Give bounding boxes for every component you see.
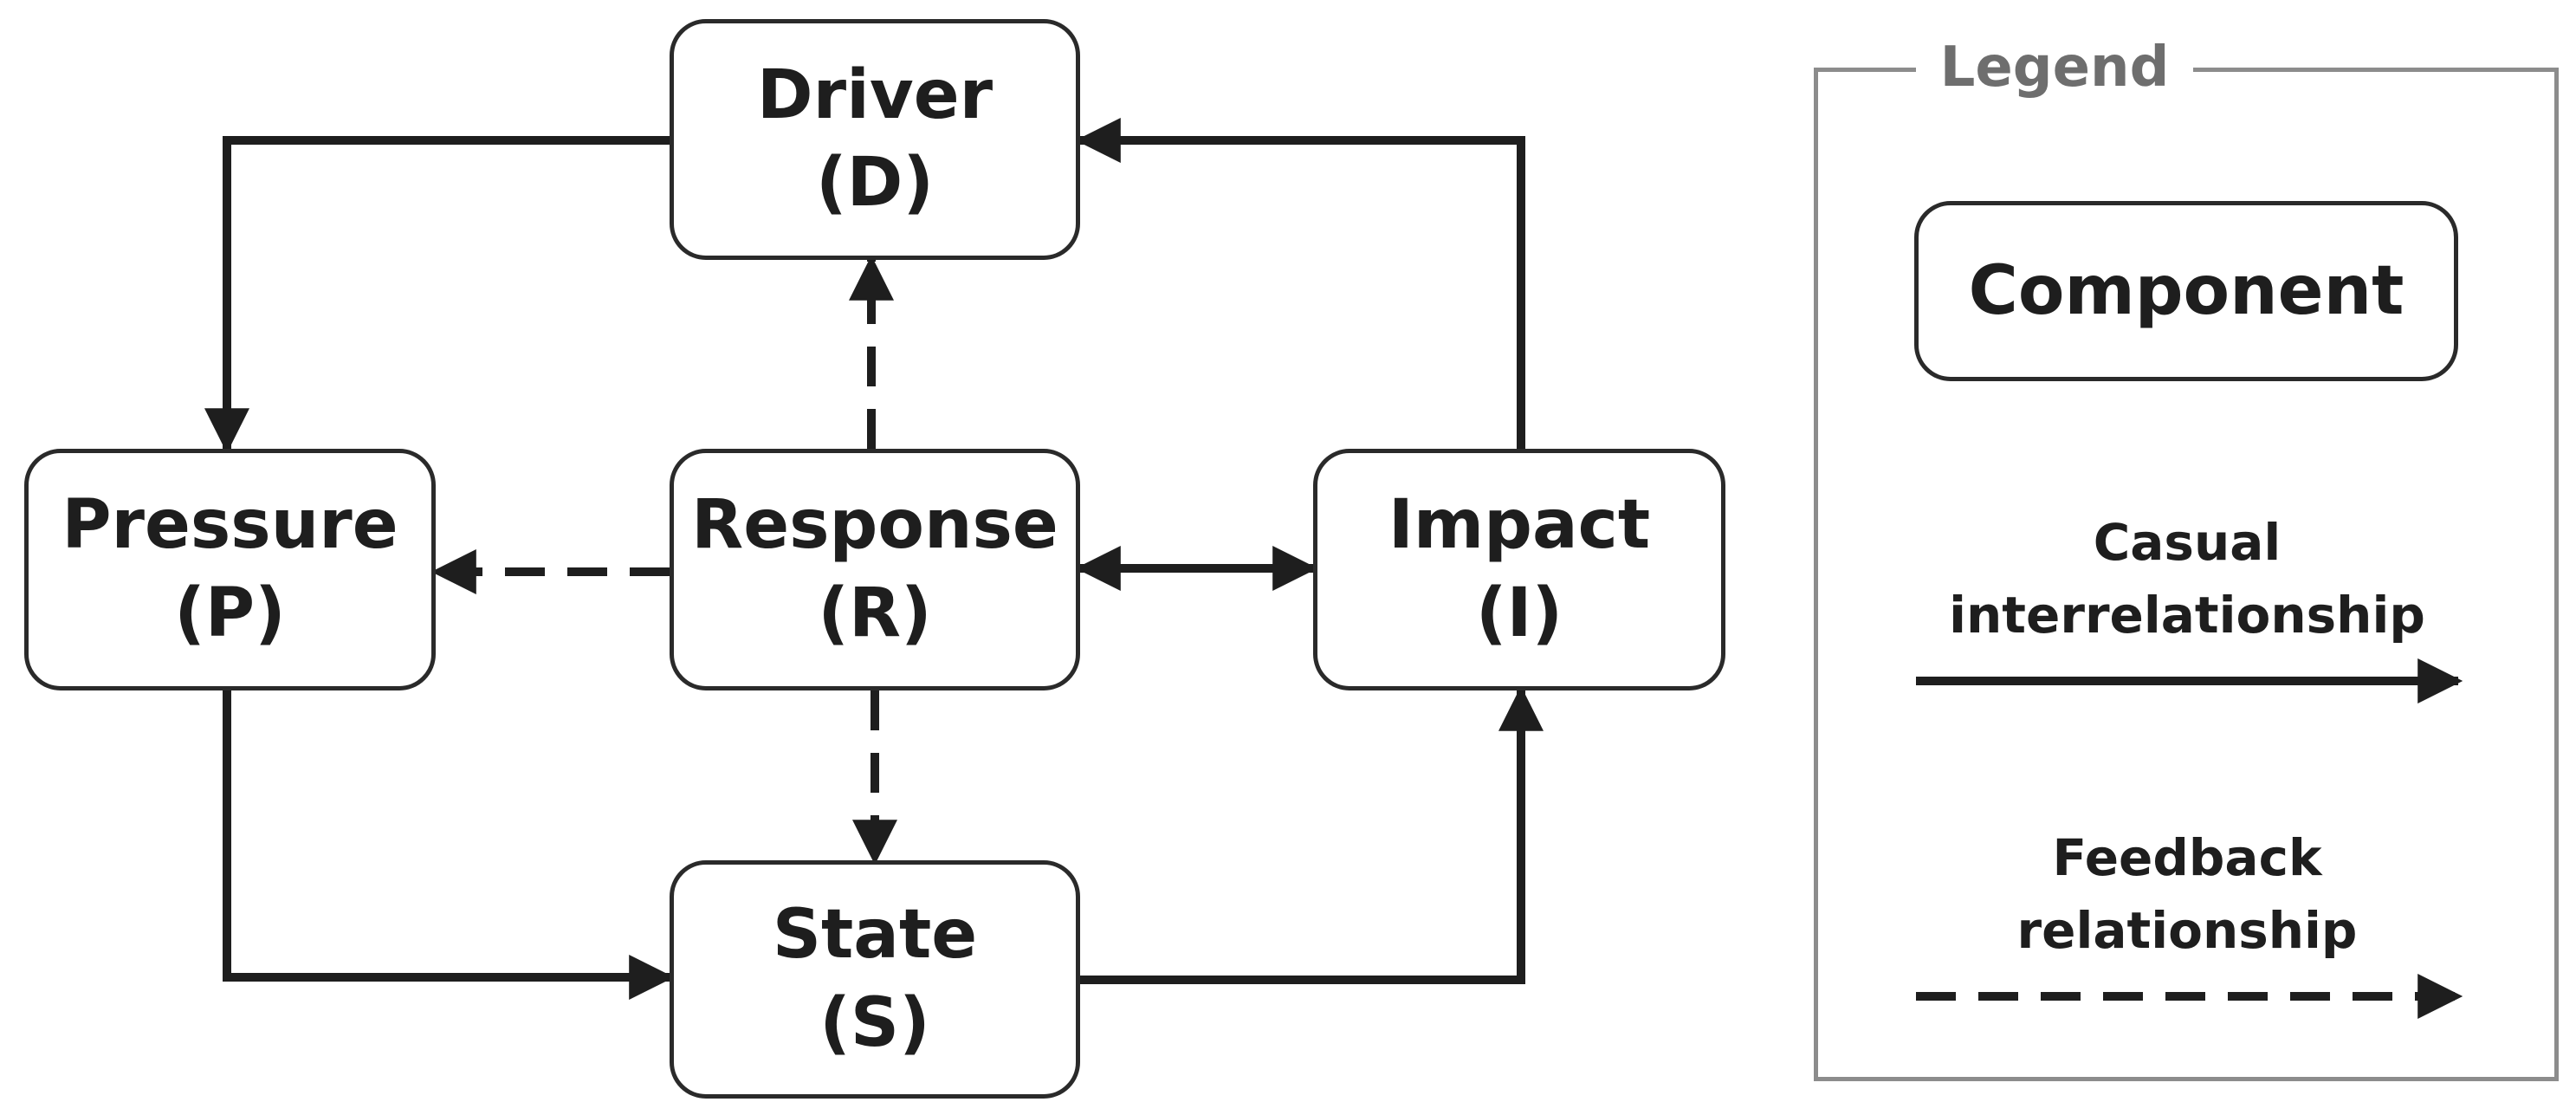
node-state-name: State — [772, 896, 978, 975]
legend-title: Legend — [1916, 31, 2193, 104]
node-driver: Driver (D) — [670, 19, 1080, 260]
edge-state-to-impact — [1080, 685, 1544, 984]
legend-causal-label: Casual interrelationship — [1888, 506, 2486, 651]
node-impact: Impact (I) — [1313, 449, 1725, 690]
legend-causal-line2: interrelationship — [1949, 586, 2425, 645]
node-pressure-name: Pressure — [61, 486, 398, 565]
legend-component-sample: Component — [1914, 201, 2458, 381]
node-pressure: Pressure (P) — [24, 449, 436, 690]
legend-component-label: Component — [1968, 252, 2404, 330]
node-impact-name: Impact — [1388, 486, 1651, 565]
legend-causal-line1: Casual — [2093, 513, 2282, 572]
legend-feedback-label: Feedback relationship — [1888, 821, 2486, 967]
legend-feedback-line2: relationship — [2016, 901, 2358, 961]
node-driver-name: Driver — [756, 55, 994, 134]
node-response-abbr: (R) — [818, 574, 932, 652]
edge-pressure-to-state — [223, 690, 675, 1000]
node-response-name: Response — [691, 486, 1058, 565]
edge-driver-to-pressure — [204, 136, 670, 454]
node-pressure-abbr: (P) — [174, 574, 286, 652]
node-impact-abbr: (I) — [1475, 574, 1563, 652]
edge-impact-to-driver — [1075, 118, 1525, 449]
legend-feedback-line1: Feedback — [2052, 828, 2322, 887]
node-state-abbr: (S) — [819, 983, 930, 1062]
node-state: State (S) — [670, 860, 1080, 1099]
node-response: Response (R) — [670, 449, 1080, 690]
node-driver-abbr: (D) — [815, 144, 935, 222]
